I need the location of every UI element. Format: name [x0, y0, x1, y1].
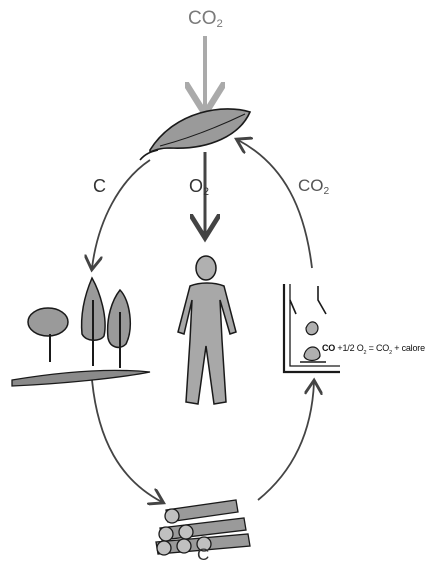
label-bottom-c: C [197, 545, 210, 564]
label-o2: O2 [189, 176, 210, 198]
wood-to-fire-arrow [257, 382, 314, 501]
label-top-co2: CO2 [188, 8, 223, 30]
combustion-equation: CO +1/2 O2 = CO2 + calore [322, 343, 425, 356]
trees-icon [11, 276, 151, 387]
co2-from-fire-arrow [238, 140, 313, 269]
trees-to-wood-arrow [91, 379, 162, 502]
person-icon [177, 255, 237, 405]
label-right-co2: CO2 [298, 176, 330, 197]
logs-icon [155, 499, 251, 556]
leaf-icon [139, 108, 252, 161]
fireplace-icon [282, 284, 340, 374]
label-left-c: C [93, 176, 106, 196]
carbon-to-trees-arrow [92, 159, 151, 268]
